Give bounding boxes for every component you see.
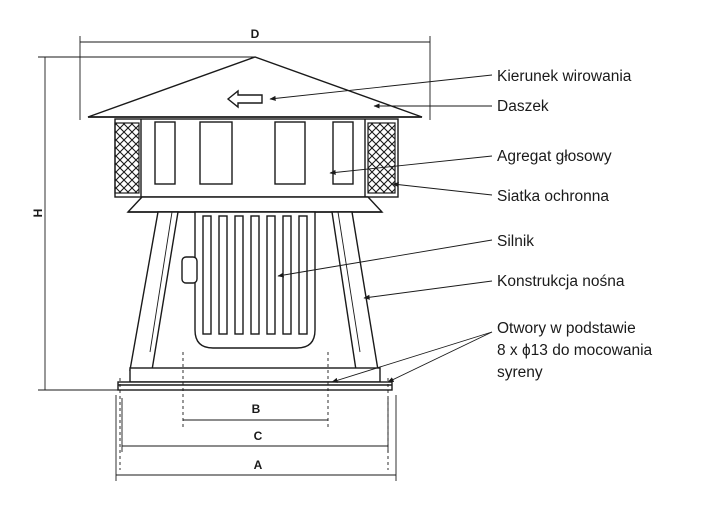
sound-unit <box>114 118 399 198</box>
dimension-b-label: B <box>252 402 261 416</box>
leader-holes-2 <box>387 331 493 383</box>
leader-mesh <box>392 182 493 196</box>
base <box>117 367 393 391</box>
dimension-a: A <box>115 395 397 481</box>
dimension-c-label: C <box>254 429 263 443</box>
label-base-holes-3: syreny <box>497 364 543 381</box>
dimension-a-label: A <box>254 458 263 472</box>
dimension-c: C <box>121 398 389 452</box>
sound-unit-flange <box>126 196 384 213</box>
leader-structure <box>363 280 493 300</box>
dimension-b: B <box>183 402 328 421</box>
label-support-structure: Konstrukcja nośna <box>497 273 625 290</box>
leader-sound-unit <box>329 155 493 175</box>
label-rotation-direction: Kierunek wirowania <box>497 68 632 85</box>
dimension-d: D <box>79 27 431 120</box>
rotation-arrow-icon <box>226 89 263 109</box>
leader-rotation <box>269 74 493 101</box>
dimension-d-label: D <box>251 27 260 41</box>
leader-motor <box>277 239 493 278</box>
label-sound-unit: Agregat głosowy <box>497 148 612 165</box>
leader-lines <box>269 74 493 383</box>
label-protective-mesh: Siatka ochronna <box>497 188 609 205</box>
label-base-holes-2: 8 x ϕ13 do mocowania <box>497 342 653 359</box>
label-base-holes-1: Otwory w podstawie <box>497 320 636 337</box>
hole-centerlines <box>119 352 389 470</box>
label-motor: Silnik <box>497 233 534 250</box>
mesh-left <box>114 122 140 194</box>
motor <box>181 211 316 349</box>
support-structure <box>129 211 379 371</box>
dimension-h-label: H <box>31 209 45 218</box>
label-roof: Daszek <box>497 98 549 115</box>
leader-holes-1 <box>331 331 493 383</box>
mesh-right <box>367 122 396 194</box>
callout-labels: Kierunek wirowania Daszek Agregat głosow… <box>497 68 653 381</box>
dimension-h: H <box>31 56 255 391</box>
roof <box>87 56 423 118</box>
